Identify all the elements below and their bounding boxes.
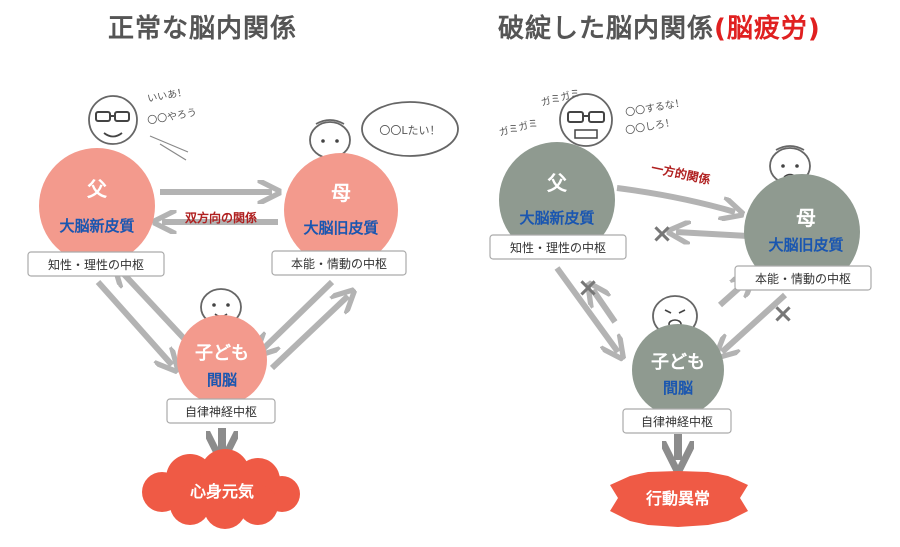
right-child-center-box <box>622 408 732 434</box>
left-child-center-label: 自律神経中枢 <box>185 404 257 419</box>
left-mother-center-box <box>271 250 407 276</box>
left-arrow-child-to-mother <box>269 296 348 371</box>
left-father-region: 大脳新皮質 <box>59 217 134 235</box>
left-mother-speech-bubble <box>361 101 459 157</box>
left-father-speech-2: 〇〇やろう <box>146 106 197 127</box>
right-father-speech-2: 〇〇しろ！ <box>624 116 675 137</box>
left-child-region: 間脳 <box>207 371 237 389</box>
left-panel-title: 正常な脳内関係 <box>108 14 298 44</box>
right-child-center-label: 自律神経中枢 <box>641 414 713 429</box>
left-arrow-child-to-father <box>120 270 193 348</box>
right-arrow-mother-to-father <box>676 232 749 236</box>
right-arrow-child-to-father <box>593 290 618 324</box>
left-mother-role: 母 <box>331 181 351 205</box>
right-cross-mother-father: × <box>651 219 673 249</box>
left-mother-region: 大脳旧皮質 <box>303 219 378 237</box>
left-arrow-mother-to-child <box>262 279 335 350</box>
right-relation-label: 一方的関係 <box>650 160 712 187</box>
right-child-role: 子ども <box>651 352 705 373</box>
right-father-region: 大脳新皮質 <box>519 209 594 227</box>
right-title-accent: (脳疲労) <box>714 14 821 44</box>
left-panel: 父 大脳新皮質 知性・理性の中枢 いいあ！ 〇〇やろう 〇〇Lたい！ 母 大脳旧… <box>27 86 459 529</box>
left-speech-stroke-1 <box>149 135 189 153</box>
left-child-node <box>177 315 267 405</box>
right-panel-title: 破綻した脳内関係(脳疲労) <box>498 8 821 45</box>
right-arrow-mother-to-child <box>722 292 788 352</box>
left-outcome-label: 心身元気 <box>190 482 254 501</box>
left-father-speech-1: いいあ！ <box>146 86 187 105</box>
left-mother-speech: 〇〇Lたい！ <box>379 124 440 137</box>
right-outcome-burst <box>610 471 748 527</box>
right-mother-center-box <box>734 265 872 291</box>
left-mother-figure <box>309 119 351 159</box>
left-father-node <box>39 148 155 264</box>
right-cross-child-mother: × <box>772 299 794 329</box>
left-relation-label: 双方向の関係 <box>185 210 257 225</box>
right-child-node <box>632 324 724 416</box>
left-arrow-father-to-child <box>95 280 172 365</box>
right-arrow-father-to-mother <box>616 185 735 212</box>
right-panel: × × × ガミガミ ガミガミ 〇〇するな！ 〇〇しろ！ 父 大脳新皮質 知性・… <box>489 87 872 527</box>
left-father-center-label: 知性・理性の中枢 <box>48 257 144 272</box>
right-father-role: 父 <box>546 171 568 195</box>
right-title-main: 破綻した脳内関係 <box>498 14 715 44</box>
right-mother-role: 母 <box>796 206 816 230</box>
right-child-region: 間脳 <box>663 379 693 397</box>
right-arrow-father-to-child <box>554 266 618 352</box>
right-mother-center-label: 本能・情動の中枢 <box>755 271 851 286</box>
right-father-speech-1: 〇〇するな！ <box>624 97 685 119</box>
right-father-figure <box>559 93 613 147</box>
right-outcome-label: 行動異常 <box>645 489 710 508</box>
left-speech-stroke-2 <box>159 143 187 161</box>
right-mother-region: 大脳旧皮質 <box>768 236 843 254</box>
right-mother-node <box>744 174 860 290</box>
left-child-role: 子ども <box>195 343 249 364</box>
right-father-nag-2: ガミガミ <box>498 117 540 139</box>
right-father-node <box>499 142 615 258</box>
left-mother-center-label: 本能・情動の中枢 <box>291 256 387 271</box>
left-outcome-cloud <box>142 449 300 529</box>
left-child-center-box <box>166 398 276 424</box>
right-father-center-box <box>489 234 627 260</box>
right-father-center-label: 知性・理性の中枢 <box>510 240 606 255</box>
left-father-figure <box>88 95 138 145</box>
left-father-center-box <box>27 251 165 277</box>
left-father-role: 父 <box>86 177 108 201</box>
left-mother-node <box>284 153 398 267</box>
right-cross-child-father: × <box>577 273 599 303</box>
